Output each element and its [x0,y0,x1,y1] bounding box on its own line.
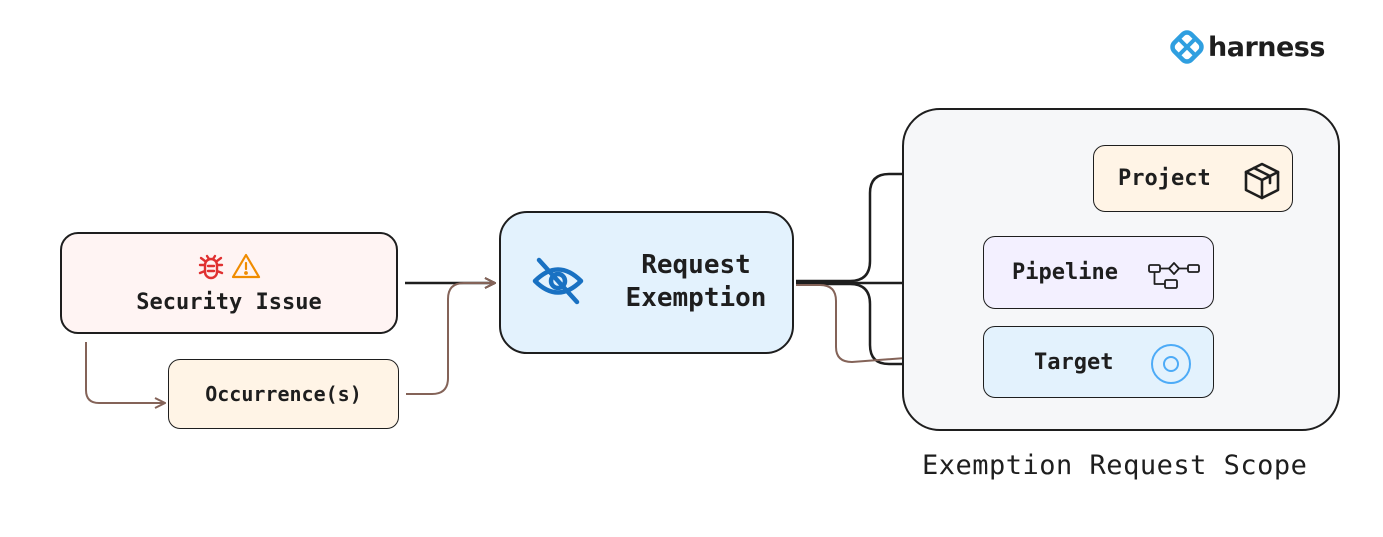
request-exemption-node[interactable]: Request Exemption [499,211,794,354]
request-exemption-line2: Exemption [625,283,767,313]
harness-logo: harness [1170,30,1325,64]
pipeline-flow-icon [1148,262,1200,289]
request-exemption-line1: Request [641,250,751,280]
pipeline-node[interactable]: Pipeline [983,236,1214,309]
target-circle-icon [1151,344,1191,384]
target-label: Target [1034,349,1114,375]
target-node[interactable]: Target [983,326,1214,398]
edge-security-to-occurrence [85,342,165,403]
occurrences-label: Occurrence(s) [205,382,362,406]
edge-request-to-target [796,282,975,364]
logo-text: harness [1208,31,1325,63]
package-box-icon [1244,162,1280,200]
security-issue-label: Security Issue [136,289,322,315]
harness-logo-icon [1170,30,1204,64]
security-issue-node[interactable]: Security Issue [60,232,398,334]
edge-request-to-project [796,174,1090,283]
project-node[interactable]: Project [1093,145,1293,212]
bug-icon [198,254,224,279]
warning-icon [231,253,261,278]
project-label: Project [1118,166,1211,191]
eye-off-icon [532,257,584,305]
edge-occurrence-to-request [406,283,495,395]
occurrences-node[interactable]: Occurrence(s) [168,359,399,429]
scope-label: Exemption Request Scope [922,450,1308,481]
request-exemption-label: Request Exemption [601,249,791,315]
pipeline-label: Pipeline [1012,260,1118,285]
edge-occurrence-to-target [796,284,945,362]
